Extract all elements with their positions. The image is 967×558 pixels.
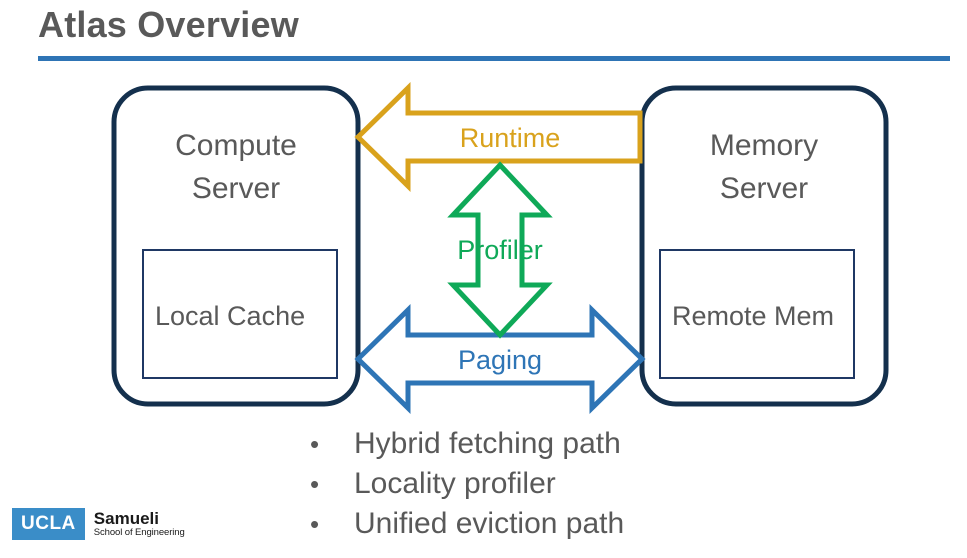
- paging-arrow-shape: [354, 304, 646, 414]
- bullet-text: Hybrid fetching path: [354, 427, 621, 460]
- arrow-runtime[interactable]: Runtime: [354, 82, 643, 192]
- bullet-marker: •: [310, 429, 320, 459]
- memory-server-title-line1: Memory: [710, 129, 818, 162]
- ucla-samueli-logo: UCLA Samueli School of Engineering: [12, 508, 185, 540]
- memory-server-title-line2: Server: [720, 172, 808, 205]
- node-memory-server[interactable]: Memory Server Remote Mem: [639, 85, 889, 407]
- school-name: Samueli: [93, 508, 159, 528]
- local-cache-outline: [142, 249, 338, 379]
- bullet-text: Locality profiler: [354, 467, 556, 500]
- bullet-text: Unified eviction path: [354, 507, 625, 540]
- samueli-wordmark: Samueli School of Engineering: [94, 508, 185, 540]
- runtime-arrow-label: Runtime: [460, 123, 561, 153]
- profiler-arrow-label: Profiler: [457, 235, 543, 265]
- list-item: • Hybrid fetching path: [310, 424, 930, 464]
- atlas-overview-diagram: Compute Server Local Cache Memory Server…: [111, 82, 889, 414]
- compute-server-title-line1: Compute: [175, 129, 297, 162]
- list-item: • Unified eviction path: [310, 504, 930, 544]
- local-cache-label: Local Cache: [155, 301, 305, 331]
- bullet-marker: •: [310, 509, 320, 539]
- bullet-marker: •: [310, 469, 320, 499]
- remote-mem-label: Remote Mem: [672, 301, 834, 331]
- school-subtitle: School of Engineering: [93, 526, 185, 538]
- profiler-arrow-shape: [447, 161, 553, 339]
- compute-server-title-line2: Server: [192, 172, 280, 205]
- runtime-arrow-shape: [354, 82, 643, 192]
- bullet-list: • Hybrid fetching path • Locality profil…: [310, 424, 930, 544]
- title-divider: [38, 56, 950, 61]
- remote-mem-outline: [659, 249, 855, 379]
- list-item: • Locality profiler: [310, 464, 930, 504]
- arrow-paging[interactable]: Paging: [354, 304, 646, 414]
- arrow-profiler[interactable]: Profiler: [447, 161, 553, 339]
- paging-arrow-label: Paging: [458, 345, 542, 375]
- node-compute-server[interactable]: Compute Server Local Cache: [111, 85, 361, 407]
- page-title: Atlas Overview: [38, 4, 299, 45]
- ucla-wordmark-box: UCLA: [12, 508, 85, 540]
